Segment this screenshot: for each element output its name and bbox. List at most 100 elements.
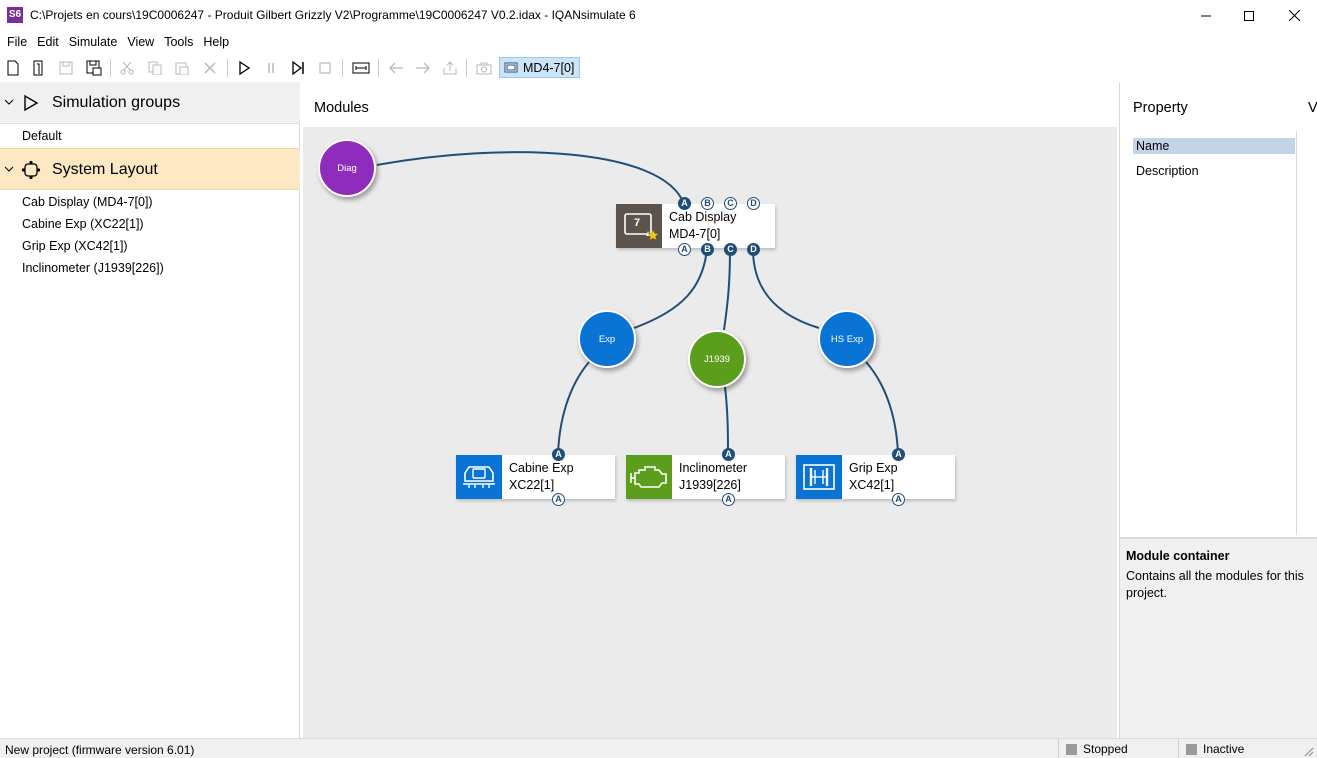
j1939-bus-node[interactable]: J1939: [688, 330, 746, 388]
simulation-groups-label: Simulation groups: [52, 94, 181, 111]
exp-bus-node[interactable]: Exp: [578, 310, 636, 368]
diag-bus-node[interactable]: Diag: [318, 139, 376, 197]
cab-display-port-top-c[interactable]: C: [724, 197, 737, 210]
cab-display-port-bottom-a[interactable]: A: [678, 243, 691, 256]
modules-header: Modules: [303, 82, 1117, 127]
grip-exp-port-bottom-a[interactable]: A: [892, 493, 905, 506]
grip-exp-icon: [796, 455, 842, 499]
forward-button[interactable]: [412, 57, 434, 79]
resize-grip-icon[interactable]: [1302, 745, 1314, 757]
menu-tools[interactable]: Tools: [164, 35, 194, 49]
cut-button[interactable]: [116, 57, 138, 79]
system-layout-item-cabine-exp[interactable]: Cabine Exp (XC22[1]): [22, 217, 144, 231]
toolbar-separator: [466, 59, 467, 77]
cab-display-port-top-b[interactable]: B: [701, 197, 714, 210]
grip-exp-port-top-a[interactable]: A: [892, 448, 905, 461]
system-layout-item-cab-display[interactable]: Cab Display (MD4-7[0]): [22, 195, 153, 209]
property-header: Property: [1133, 100, 1188, 116]
display-screen-icon: [624, 213, 659, 241]
exp-bus-line: [633, 248, 708, 329]
stop-simulation-button[interactable]: [314, 57, 336, 79]
stop-icon: [319, 62, 331, 74]
j1939-bus-label: J1939: [704, 353, 730, 365]
cab-display-port-bottom-c[interactable]: C: [724, 243, 737, 256]
export-icon: [443, 61, 457, 75]
diag-bus-line: [376, 151, 685, 205]
menu-simulate[interactable]: Simulate: [68, 35, 118, 49]
step-simulation-button[interactable]: [287, 57, 309, 79]
screenshot-button[interactable]: [473, 57, 495, 79]
grip-exp-module[interactable]: Grip Exp XC42[1]: [796, 455, 955, 499]
expansion-module-icon: [463, 466, 495, 488]
start-simulation-button[interactable]: [233, 57, 255, 79]
property-row-description[interactable]: Description: [1136, 164, 1199, 178]
bus-connections: [376, 151, 899, 456]
new-file-button[interactable]: [2, 57, 24, 79]
grip-exp-name: Grip Exp: [849, 461, 898, 475]
cabine-exp-module[interactable]: Cabine Exp XC22[1]: [456, 455, 615, 499]
back-button[interactable]: [385, 57, 407, 79]
cabine-exp-port-top-a[interactable]: A: [552, 448, 565, 461]
active-module-button[interactable]: MD4-7[0]: [499, 57, 580, 78]
property-row-name[interactable]: Name: [1133, 138, 1295, 154]
minimize-button[interactable]: [1183, 0, 1229, 31]
value-header: V: [1308, 100, 1317, 116]
toolbar-separator: [342, 59, 343, 77]
paste-icon: [175, 62, 189, 75]
module-diagram: Diag Exp J1939 HS Exp 7: [303, 82, 1117, 738]
simulation-group-item[interactable]: Default: [22, 129, 62, 143]
menu-view[interactable]: View: [127, 35, 155, 49]
project-status: New project (firmware version 6.01): [5, 743, 195, 757]
inclinometer-port-bottom-a[interactable]: A: [722, 493, 735, 506]
star-icon: [647, 229, 659, 241]
cab-display-port-bottom-b[interactable]: B: [701, 243, 714, 256]
system-layout-header[interactable]: System Layout: [0, 148, 300, 190]
delete-button[interactable]: [199, 57, 221, 79]
pause-icon: [268, 63, 274, 73]
hs-exp-bus-line: [752, 248, 820, 329]
exp-to-cabine-line: [557, 361, 590, 456]
simulation-groups-header[interactable]: Simulation groups: [0, 82, 300, 124]
save-as-button[interactable]: [83, 57, 105, 79]
display-module-icon: [504, 62, 518, 72]
paste-button[interactable]: [171, 57, 193, 79]
inactive-indicator-icon: [1186, 743, 1197, 755]
maximize-icon: [1244, 10, 1254, 21]
hs-exp-bus-node[interactable]: HS Exp: [818, 310, 876, 368]
inclinometer-port-top-a[interactable]: A: [722, 448, 735, 461]
open-file-button[interactable]: [28, 57, 50, 79]
fit-view-button[interactable]: [350, 57, 372, 79]
system-layout-item-inclinometer[interactable]: Inclinometer (J1939[226]): [22, 261, 164, 275]
save-icon: [59, 61, 73, 75]
copy-button[interactable]: [144, 57, 166, 79]
inclinometer-name: Inclinometer: [679, 461, 748, 475]
title-bar: S6 C:\Projets en cours\19C0006247 - Prod…: [0, 0, 1317, 31]
close-button[interactable]: [1271, 0, 1317, 31]
delete-icon: [204, 62, 216, 74]
pause-simulation-button[interactable]: [260, 57, 282, 79]
play-icon: [24, 94, 39, 112]
cab-display-port-top-a[interactable]: A: [678, 197, 691, 210]
cabine-exp-id: XC22[1]: [509, 478, 555, 492]
new-file-icon: [7, 60, 19, 76]
connection-state: Inactive: [1178, 739, 1296, 758]
maximize-button[interactable]: [1226, 0, 1272, 31]
menu-file[interactable]: File: [7, 35, 28, 49]
cab-display-module[interactable]: 7 Cab Display MD4-7[0]: [616, 204, 775, 248]
cab-display-port-bottom-d[interactable]: D: [747, 243, 760, 256]
modules-canvas[interactable]: Modules Diag Exp J1939: [303, 82, 1117, 738]
system-layout-item-grip-exp[interactable]: Grip Exp (XC42[1]): [22, 239, 128, 253]
export-button[interactable]: [439, 57, 461, 79]
menu-edit[interactable]: Edit: [37, 35, 59, 49]
modules-title: Modules: [314, 100, 369, 116]
inclinometer-module[interactable]: Inclinometer J1939[226]: [626, 455, 785, 499]
arrow-right-icon: [416, 62, 430, 74]
save-button[interactable]: [55, 57, 77, 79]
left-panel: Simulation groups Default System Layout …: [0, 82, 300, 738]
property-grid: Name Description: [1130, 131, 1297, 535]
menu-help[interactable]: Help: [203, 35, 230, 49]
engine-icon: [630, 466, 667, 488]
grip-exp-id: XC42[1]: [849, 478, 895, 492]
cabine-exp-port-bottom-a[interactable]: A: [552, 493, 565, 506]
cab-display-port-top-d[interactable]: D: [747, 197, 760, 210]
